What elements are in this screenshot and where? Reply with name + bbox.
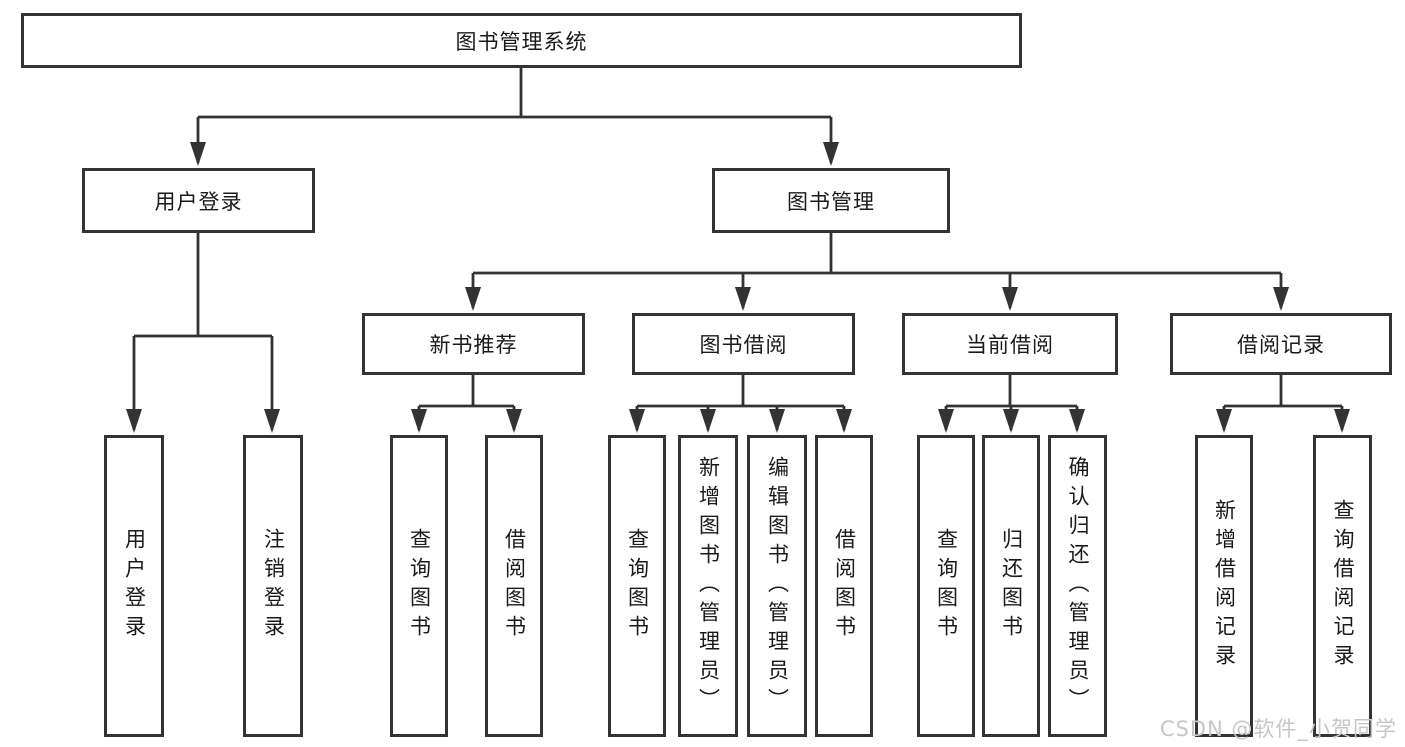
node-user-login: 用户登录 bbox=[82, 168, 315, 233]
node-borrowing-records: 借阅记录 bbox=[1170, 313, 1392, 375]
leaf-return-books-label: 归还图书 bbox=[999, 528, 1024, 644]
node-new-book-recommendation: 新书推荐 bbox=[362, 313, 585, 375]
leaf-borrow-books-1: 借阅图书 bbox=[485, 435, 543, 737]
leaf-return-books: 归还图书 bbox=[982, 435, 1040, 737]
leaf-query-books-1-label: 查询图书 bbox=[407, 528, 432, 644]
watermark: CSDN @软件_小贺同学 bbox=[1159, 717, 1397, 741]
node-current-borrowing: 当前借阅 bbox=[902, 313, 1118, 375]
leaf-confirm-return-admin-label: 确认归还（管理员） bbox=[1066, 455, 1090, 717]
leaf-edit-books-admin: 编辑图书（管理员） bbox=[747, 435, 807, 737]
leaf-query-books-2-label: 查询图书 bbox=[625, 528, 650, 644]
leaf-query-books-3: 查询图书 bbox=[917, 435, 975, 737]
leaf-query-borrow-record-label: 查询借阅记录 bbox=[1331, 499, 1355, 673]
leaf-confirm-return-admin: 确认归还（管理员） bbox=[1048, 435, 1107, 737]
leaf-user-login: 用户登录 bbox=[104, 435, 164, 737]
leaf-borrow-books-2-label: 借阅图书 bbox=[832, 528, 857, 644]
leaf-query-borrow-record: 查询借阅记录 bbox=[1313, 435, 1372, 737]
leaf-logout-label: 注销登录 bbox=[261, 528, 286, 644]
node-book-management: 图书管理 bbox=[712, 168, 950, 233]
node-book-borrowing: 图书借阅 bbox=[632, 313, 855, 375]
leaf-query-books-3-label: 查询图书 bbox=[934, 528, 959, 644]
leaf-add-books-admin: 新增图书（管理员） bbox=[678, 435, 738, 737]
connector-trunks bbox=[134, 68, 1342, 408]
leaf-user-login-label: 用户登录 bbox=[122, 528, 147, 644]
node-library-management-system: 图书管理系统 bbox=[21, 13, 1022, 68]
leaf-edit-books-admin-label: 编辑图书（管理员） bbox=[765, 455, 790, 717]
leaf-borrow-books-2: 借阅图书 bbox=[815, 435, 873, 737]
leaf-query-books-1: 查询图书 bbox=[390, 435, 448, 737]
leaf-add-borrow-record: 新增借阅记录 bbox=[1195, 435, 1253, 737]
leaf-query-books-2: 查询图书 bbox=[608, 435, 666, 737]
leaf-logout: 注销登录 bbox=[243, 435, 303, 737]
leaf-add-borrow-record-label: 新增借阅记录 bbox=[1212, 499, 1237, 673]
leaf-add-books-admin-label: 新增图书（管理员） bbox=[696, 455, 721, 717]
leaf-borrow-books-1-label: 借阅图书 bbox=[502, 528, 527, 644]
